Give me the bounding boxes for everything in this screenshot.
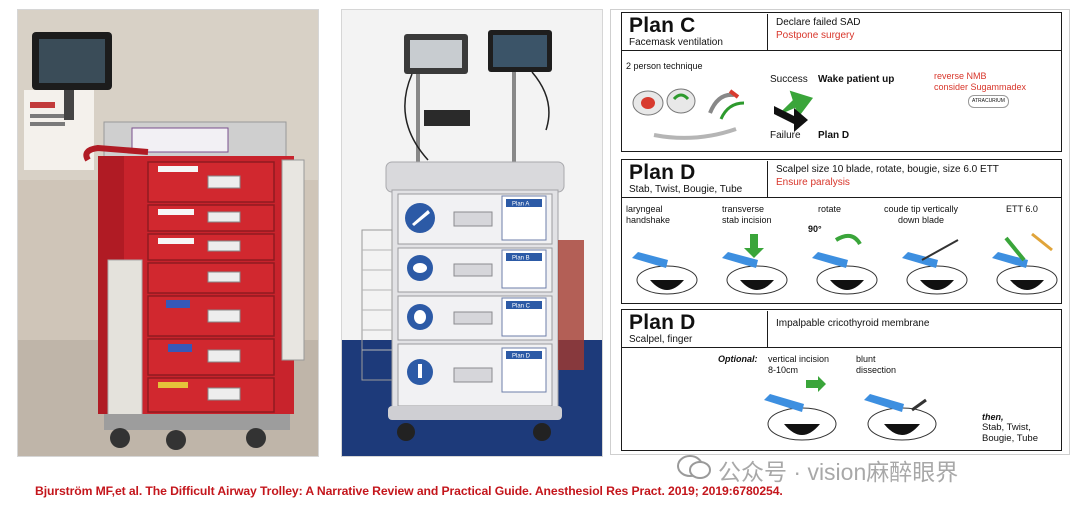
plan-c-line2: Postpone surgery — [776, 29, 855, 41]
success-failure-arrows — [774, 90, 814, 132]
plan-c-box: Plan C Facemask ventilation Declare fail… — [621, 12, 1062, 152]
grey-trolley-photo: Plan A Plan B Plan C Plan D — [341, 9, 603, 457]
plan-d2-then-step-2: Bougie, Tube — [982, 433, 1038, 444]
trolley-label-plan-d: Plan D — [512, 354, 531, 360]
finger-technique-illustration — [764, 376, 937, 441]
trolley-label-plan-c: Plan C — [512, 304, 531, 310]
plan-c-plan-d: Plan D — [818, 130, 850, 141]
plan-d1-header: Plan D Stab, Twist, Bougie, Tube Scalpel… — [622, 160, 1061, 198]
plan-c-success: Success — [770, 74, 808, 85]
plan-c-title-cell: Plan C Facemask ventilation — [626, 14, 768, 50]
plan-d1-title-cell: Plan D Stab, Twist, Bougie, Tube — [626, 161, 768, 197]
facemask-illustration — [632, 88, 745, 140]
citation: Bjurström MF,et al. The Difficult Airway… — [35, 484, 783, 498]
plan-d2-optional: Optional: — [718, 354, 758, 364]
plan-d1-step-1: laryngeal handshake — [626, 204, 671, 225]
plan-c-title: Plan C — [629, 14, 696, 37]
trolley-label-plan-b: Plan B — [512, 256, 530, 262]
plan-d2-box: Plan D Scalpel, finger Impalpable cricot… — [621, 309, 1062, 451]
plan-c-description: Declare failed SAD Postpone surgery — [776, 17, 860, 42]
plan-d1-box: Plan D Stab, Twist, Bougie, Tube Scalpel… — [621, 159, 1062, 304]
airway-algorithm-panel: Plan C Facemask ventilation Declare fail… — [610, 9, 1070, 455]
red-trolley-photo — [17, 9, 319, 457]
plan-c-failure: Failure — [770, 130, 801, 141]
plan-c-badge: ATRACURIUM — [968, 95, 1009, 108]
scalpel-steps-illustration — [632, 232, 1058, 295]
plan-d1-step-5: ETT 6.0 — [1006, 204, 1038, 214]
plan-d2-description: Impalpable cricothyroid membrane — [776, 318, 929, 331]
plan-d2-title-cell: Plan D Scalpel, finger — [626, 311, 768, 347]
plan-c-subtitle: Facemask ventilation — [629, 37, 723, 48]
plan-d1-description: Scalpel size 10 blade, rotate, bougie, s… — [776, 164, 999, 189]
plan-d1-angle: 90° — [808, 224, 822, 234]
plan-d2-blunt: blunt — [856, 354, 876, 364]
plan-d2-then: then, — [982, 412, 1004, 422]
trolley-label-plan-a: Plan A — [512, 202, 529, 208]
plan-d1-step-4: coude tip vertically down blade — [884, 204, 959, 225]
plan-d1-line2: Ensure paralysis — [776, 176, 850, 188]
red-trolley-illustration — [18, 10, 318, 456]
plan-c-technique: 2 person technique — [626, 61, 703, 71]
plan-d1-step-3: rotate — [818, 204, 842, 214]
plan-d2-incision: vertical incision — [768, 354, 830, 364]
plan-c-wake: Wake patient up — [818, 74, 895, 85]
plan-c-consider: consider Sugammadex — [934, 82, 1027, 92]
plan-d1-title: Plan D — [629, 161, 696, 184]
plan-d1-subtitle: Stab, Twist, Bougie, Tube — [629, 184, 743, 195]
plan-c-reverse: reverse NMB — [934, 71, 987, 81]
plan-c-line1: Declare failed SAD — [776, 17, 861, 28]
watermark: 公众号 · vision麻醉眼界 — [718, 459, 959, 485]
plan-d2-title: Plan D — [629, 311, 696, 334]
plan-d2-then-step-1: Stab, Twist, — [982, 422, 1031, 433]
plan-c-header: Plan C Facemask ventilation Declare fail… — [622, 13, 1061, 51]
plan-d2-line1: Impalpable cricothyroid membrane — [776, 318, 930, 329]
plan-d2-dissection: dissection — [856, 365, 897, 375]
wechat-icon — [677, 455, 711, 479]
plan-d2-incision-size: 8-10cm — [768, 365, 799, 375]
plan-d1-line1: Scalpel size 10 blade, rotate, bougie, s… — [776, 164, 999, 175]
plan-d2-subtitle: Scalpel, finger — [629, 334, 693, 345]
plan-d2-header: Plan D Scalpel, finger Impalpable cricot… — [622, 310, 1061, 348]
plan-d1-step-2: transverse stab incision — [722, 204, 772, 225]
grey-trolley-illustration: Plan A Plan B Plan C Plan D — [342, 10, 602, 456]
